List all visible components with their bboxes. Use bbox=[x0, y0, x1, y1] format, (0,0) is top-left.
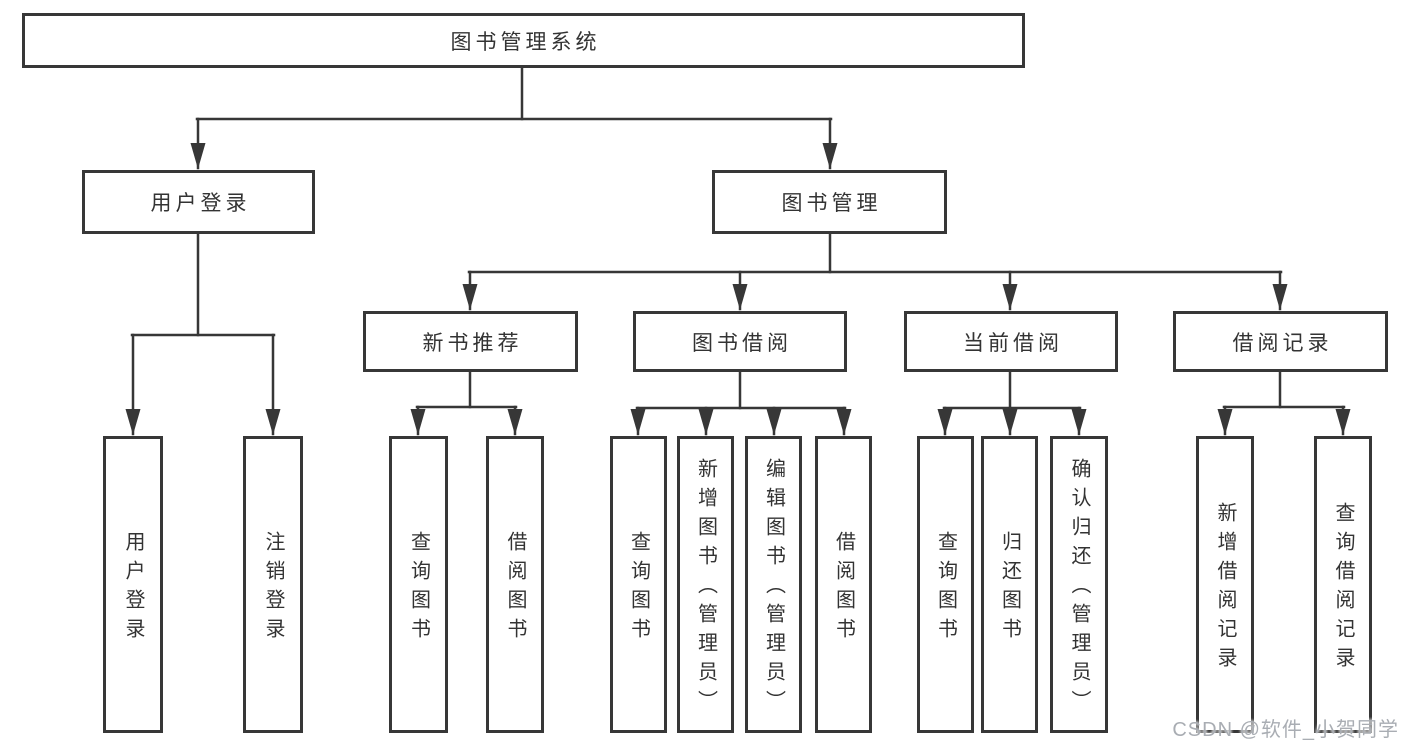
node-book-management: 图书管理 bbox=[712, 170, 947, 234]
node-book-borrow-label: 图书借阅 bbox=[692, 331, 792, 355]
connector-borrow-record bbox=[1217, 370, 1351, 436]
node-root-label: 图书管理系统 bbox=[450, 30, 601, 54]
leaf-query-borrow-record: 查询借阅记录 bbox=[1314, 436, 1372, 733]
node-current-borrow-label: 当前借阅 bbox=[963, 331, 1063, 355]
leaf-confirm-return-admin: 确认归还（管理员） bbox=[1050, 436, 1108, 733]
leaf-borrow-book-1: 借阅图书 bbox=[486, 436, 544, 733]
leaf-borrow-book-2-label: 借阅图书 bbox=[832, 530, 855, 647]
connector-root bbox=[190, 65, 838, 170]
connector-book-management bbox=[462, 232, 1288, 311]
leaf-logout-label: 注销登录 bbox=[262, 530, 284, 647]
leaf-query-book-1-label: 查询图书 bbox=[407, 530, 430, 647]
leaf-return-book: 归还图书 bbox=[981, 436, 1038, 733]
leaf-query-book-2: 查询图书 bbox=[610, 436, 667, 733]
connector-user-login bbox=[125, 232, 281, 436]
leaf-edit-book-admin-label: 编辑图书（管理员） bbox=[762, 458, 785, 719]
leaf-logout: 注销登录 bbox=[243, 436, 303, 733]
node-borrow-record-label: 借阅记录 bbox=[1232, 331, 1333, 355]
leaf-confirm-return-admin-label: 确认归还（管理员） bbox=[1068, 458, 1090, 719]
leaf-add-book-admin: 新增图书（管理员） bbox=[677, 436, 734, 733]
node-borrow-record: 借阅记录 bbox=[1173, 311, 1388, 372]
node-user-login-label: 用户登录 bbox=[150, 192, 251, 215]
leaf-query-book-1: 查询图书 bbox=[389, 436, 448, 733]
leaf-borrow-book-1-label: 借阅图书 bbox=[504, 530, 526, 647]
csdn-watermark: CSDN @软件_小贺同学 bbox=[1172, 719, 1399, 741]
leaf-add-book-admin-label: 新增图书（管理员） bbox=[694, 458, 717, 719]
node-new-book-recommend: 新书推荐 bbox=[363, 311, 578, 372]
leaf-add-borrow-record-label: 新增借阅记录 bbox=[1214, 501, 1236, 676]
connector-new-book bbox=[410, 370, 523, 436]
node-root: 图书管理系统 bbox=[22, 13, 1025, 68]
leaf-query-book-2-label: 查询图书 bbox=[627, 530, 650, 647]
node-user-login: 用户登录 bbox=[82, 170, 315, 234]
leaf-query-book-3-label: 查询图书 bbox=[934, 530, 957, 647]
leaf-user-login-label: 用户登录 bbox=[122, 530, 144, 647]
node-book-borrow: 图书借阅 bbox=[633, 311, 847, 372]
node-book-management-label: 图书管理 bbox=[781, 192, 882, 215]
leaf-query-book-3: 查询图书 bbox=[917, 436, 974, 733]
node-current-borrow: 当前借阅 bbox=[904, 311, 1118, 372]
leaf-edit-book-admin: 编辑图书（管理员） bbox=[745, 436, 802, 733]
node-new-book-recommend-label: 新书推荐 bbox=[422, 331, 523, 355]
connector-book-borrow bbox=[630, 370, 852, 436]
connector-current-borrow bbox=[937, 370, 1087, 436]
leaf-return-book-label: 归还图书 bbox=[998, 530, 1021, 647]
leaf-query-borrow-record-label: 查询借阅记录 bbox=[1332, 501, 1354, 676]
leaf-user-login: 用户登录 bbox=[103, 436, 163, 733]
leaf-add-borrow-record: 新增借阅记录 bbox=[1196, 436, 1254, 733]
leaf-borrow-book-2: 借阅图书 bbox=[815, 436, 872, 733]
